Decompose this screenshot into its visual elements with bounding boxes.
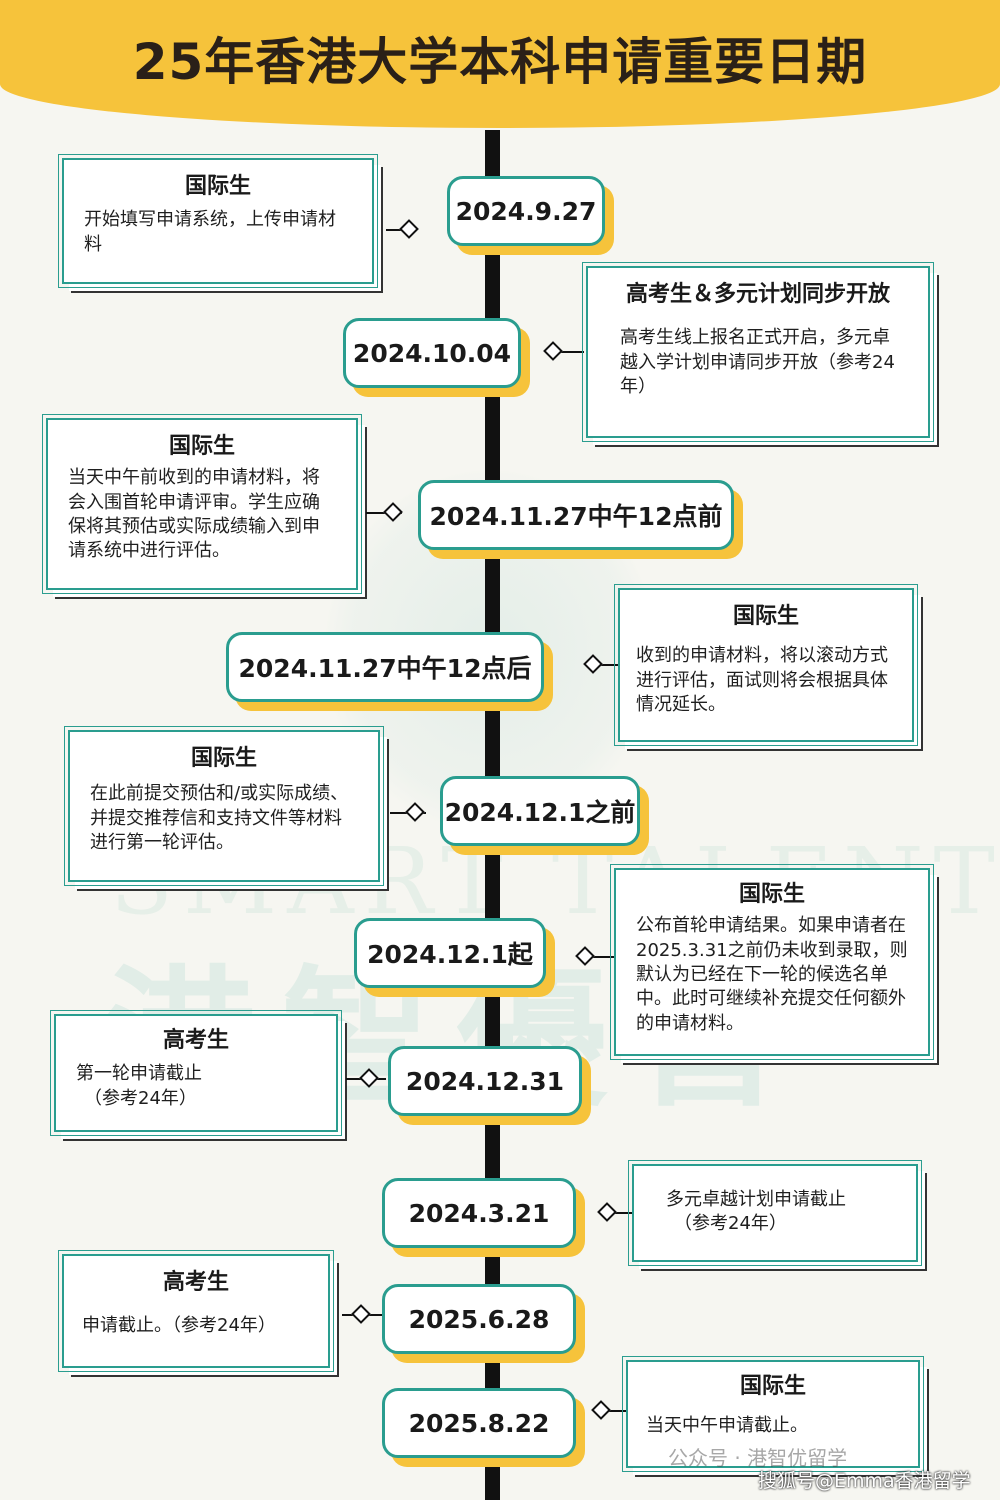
event-card-title: 高考生 xyxy=(162,1028,229,1053)
event-card-title: 国际生 xyxy=(739,1374,806,1399)
page-title: 25年香港大学本科申请重要日期 xyxy=(132,33,868,91)
source-credit: 搜狐号@Emma香港留学 xyxy=(758,1470,971,1492)
connector-diamond-icon xyxy=(543,341,563,361)
event-card-title: 国际生 xyxy=(184,174,251,199)
event-card-text: 当天中午前收到的申请材料，将会入围首轮申请评审。学生应确保将其预估或实际成绩输入… xyxy=(68,467,320,562)
date-pill-9: 2025.6.28 xyxy=(382,1284,576,1354)
event-card-1: 国际生 开始填写申请系统，上传申请材料 xyxy=(58,154,378,288)
date-pill-2: 2024.10.04 xyxy=(343,318,521,388)
connector-diamond-icon xyxy=(597,1202,617,1222)
event-card-text: 申请截止。（参考24年） xyxy=(82,1315,276,1337)
event-card-title: 国际生 xyxy=(190,746,257,771)
event-card-note: （参考24年） xyxy=(84,1087,197,1109)
event-card-5: 国际生 在此前提交预估和/或实际成绩、并提交推荐信和支持文件等材料进行第一轮评估… xyxy=(64,726,384,886)
connector-diamond-icon xyxy=(399,219,419,239)
event-card-9: 高考生 申请截止。（参考24年） xyxy=(58,1250,334,1372)
event-card-3: 国际生 当天中午前收到的申请材料，将会入围首轮申请评审。学生应确保将其预估或实际… xyxy=(42,414,362,594)
event-card-text: 多元卓越计划申请截止 xyxy=(666,1189,846,1210)
event-card-6: 国际生 公布首轮申请结果。如果申请者在2025.3.31之前仍未收到录取，则默认… xyxy=(610,864,934,1060)
event-card-10: 国际生 当天中午申请截止。 xyxy=(622,1356,924,1472)
title-banner: 25年香港大学本科申请重要日期 xyxy=(0,0,1000,128)
event-card-4: 国际生 收到的申请材料，将以滚动方式进行评估，面试则将会根据具体情况延长。 xyxy=(614,584,918,746)
connector-diamond-icon xyxy=(359,1068,379,1088)
event-card-2: 高考生＆多元计划同步开放 高考生线上报名正式开启，多元卓越入学计划申请同步开放（… xyxy=(582,262,934,442)
connector-line xyxy=(594,1410,626,1412)
event-card-text: 收到的申请材料，将以滚动方式进行评估，面试则将会根据具体情况延长。 xyxy=(636,645,888,715)
connector-diamond-icon xyxy=(575,946,595,966)
date-pill-3: 2024.11.27中午12点前 xyxy=(418,480,734,550)
connector-diamond-icon xyxy=(383,502,403,522)
connector-diamond-icon xyxy=(351,1304,371,1324)
connector-diamond-icon xyxy=(405,802,425,822)
event-card-title: 国际生 xyxy=(732,604,799,629)
date-pill-10: 2025.8.22 xyxy=(382,1388,576,1458)
date-pill-7: 2024.12.31 xyxy=(388,1046,582,1116)
date-pill-4: 2024.11.27中午12点后 xyxy=(226,632,544,702)
connector-line xyxy=(548,351,584,353)
date-pill-6: 2024.12.1起 xyxy=(354,918,546,988)
event-card-text: 当天中午申请截止。 xyxy=(646,1415,808,1437)
event-card-text: 开始填写申请系统，上传申请材料 xyxy=(84,209,336,255)
connector-diamond-icon xyxy=(591,1400,611,1420)
connector-line xyxy=(588,664,618,666)
event-card-text: 第一轮申请截止 xyxy=(76,1063,202,1085)
event-card-note: （参考24年） xyxy=(674,1213,787,1235)
event-card-title: 国际生 xyxy=(168,434,235,459)
event-card-title: 高考生＆多元计划同步开放 xyxy=(625,282,890,307)
wechat-account-badge: 公众号 · 港智优留学 xyxy=(668,1446,848,1470)
event-card-text: 在此前提交预估和/或实际成绩、并提交推荐信和支持文件等材料进行第一轮评估。 xyxy=(90,783,349,853)
connector-line xyxy=(578,956,614,958)
date-pill-1: 2024.9.27 xyxy=(447,176,605,246)
event-card-title: 国际生 xyxy=(738,882,805,907)
connector-line xyxy=(600,1212,632,1214)
connector-diamond-icon xyxy=(583,654,603,674)
event-card-title: 高考生 xyxy=(162,1270,229,1295)
event-card-7: 高考生 第一轮申请截止 （参考24年） xyxy=(50,1010,342,1136)
date-pill-5: 2024.12.1之前 xyxy=(440,776,640,846)
event-card-text: 公布首轮申请结果。如果申请者在2025.3.31之前仍未收到录取，则默认为已经在… xyxy=(636,915,908,1034)
event-card-text: 高考生线上报名正式开启，多元卓越入学计划申请同步开放（参考24年） xyxy=(620,327,895,397)
date-pill-8: 2024.3.21 xyxy=(382,1178,576,1248)
event-card-8: 多元卓越计划申请截止 （参考24年） xyxy=(628,1160,922,1266)
